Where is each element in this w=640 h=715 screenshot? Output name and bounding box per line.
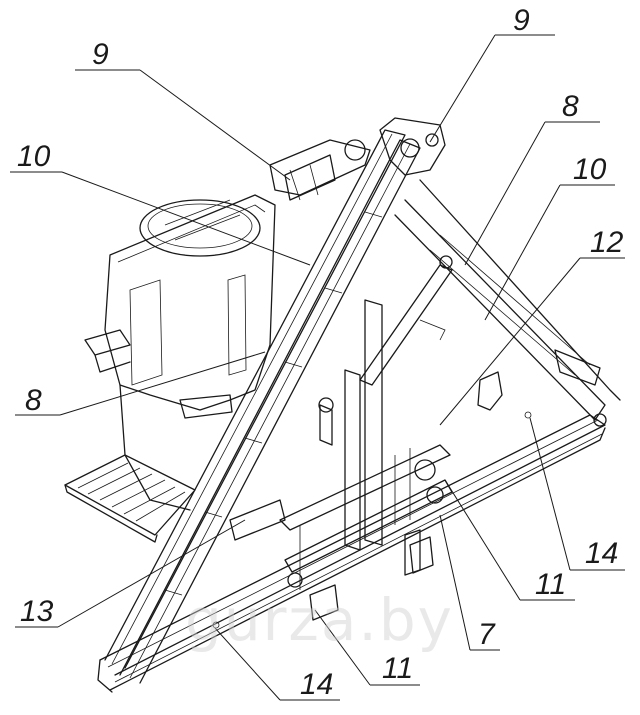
uprights	[318, 255, 503, 551]
step-platform	[64, 454, 196, 543]
boom-mast	[104, 117, 446, 684]
callout-12: 12	[590, 226, 624, 259]
watermark: gurza.by	[185, 586, 454, 654]
carriage	[229, 444, 453, 590]
callout-9-top: 9	[513, 4, 530, 37]
callout-13: 13	[20, 595, 54, 628]
leader-lines	[10, 34, 625, 701]
callout-11-right: 11	[535, 568, 566, 601]
callout-10-left: 10	[17, 140, 51, 173]
boom-arm-right	[394, 179, 621, 427]
callout-8-left: 8	[25, 384, 42, 417]
callout-14-right: 14	[585, 537, 618, 570]
callout-10-right: 10	[573, 153, 607, 186]
callout-8-right: 8	[562, 90, 579, 123]
callout-14-bottom: 14	[300, 668, 333, 701]
callout-9-left: 9	[92, 38, 109, 71]
callout-7: 7	[478, 618, 496, 651]
tank	[84, 194, 276, 511]
callout-11-bottom: 11	[382, 652, 413, 685]
rear-frame	[269, 139, 371, 201]
